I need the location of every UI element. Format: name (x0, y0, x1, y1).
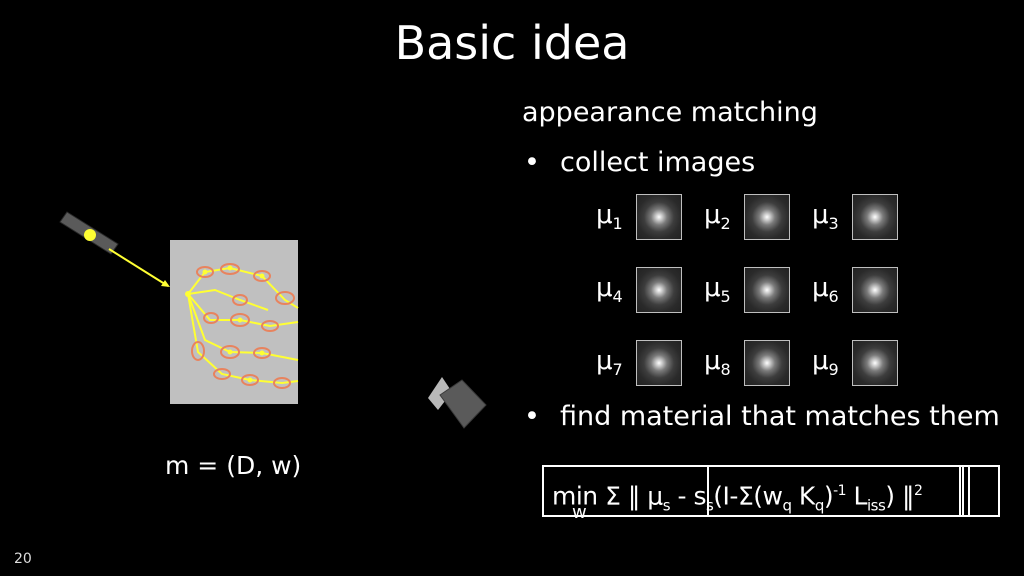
grid-cell: μ6 (806, 263, 916, 315)
grid-cell: μ8 (698, 336, 808, 388)
mu-label: μ8 (704, 346, 731, 379)
scatter-events (191, 263, 295, 389)
appearance-image (852, 194, 898, 240)
grid-cell: μ2 (698, 190, 808, 242)
grid-cell: μ7 (590, 336, 700, 388)
appearance-image (744, 194, 790, 240)
section-subtitle: appearance matching (522, 97, 818, 128)
mu-label: μ6 (812, 273, 839, 306)
bullet-text: collect images (560, 147, 756, 178)
appearance-image (744, 340, 790, 386)
flashlight-icon (59, 211, 119, 255)
scatter-points (185, 265, 265, 383)
mu-label: μ2 (704, 200, 731, 233)
optimization-formula: min Σ ‖ μs - ss(I-Σ(wq Kq)-1 Liss) ‖2 (552, 481, 923, 515)
appearance-image (636, 267, 682, 313)
slide-title: Basic idea (394, 16, 630, 70)
formula-subscript-w: w (572, 502, 587, 523)
incident-ray (108, 248, 169, 287)
grid-cell: μ9 (806, 336, 916, 388)
appearance-image (636, 194, 682, 240)
mu-label: μ3 (812, 200, 839, 233)
bullet-collect-images: • collect images (524, 146, 755, 180)
bullet-marker: • (524, 147, 540, 178)
ray-arrowhead (161, 280, 170, 287)
bullet-find-material: • find material that matches them (524, 400, 1000, 434)
mu-label: μ4 (596, 273, 623, 306)
camera-icon (428, 377, 487, 429)
grid-cell: μ5 (698, 263, 808, 315)
formula-norm-box (962, 465, 970, 517)
mu-label: μ1 (596, 200, 623, 233)
formula-inner-box (707, 465, 961, 517)
mu-label: μ5 (704, 273, 731, 306)
mu-label: μ7 (596, 346, 623, 379)
model-label: m = (D, w) (165, 451, 302, 480)
appearance-image (636, 340, 682, 386)
grid-cell: μ1 (590, 190, 700, 242)
image-grid: μ1 μ2 μ3 μ4 μ5 μ6 μ7 μ8 μ9 (590, 190, 910, 400)
bullet-marker: • (524, 401, 540, 432)
bullet-text: find material that matches them (560, 401, 1000, 432)
appearance-image (852, 340, 898, 386)
appearance-image (744, 267, 790, 313)
appearance-image (852, 267, 898, 313)
grid-cell: μ3 (806, 190, 916, 242)
grid-cell: μ4 (590, 263, 700, 315)
page-number: 20 (14, 551, 32, 567)
mu-label: μ9 (812, 346, 839, 379)
